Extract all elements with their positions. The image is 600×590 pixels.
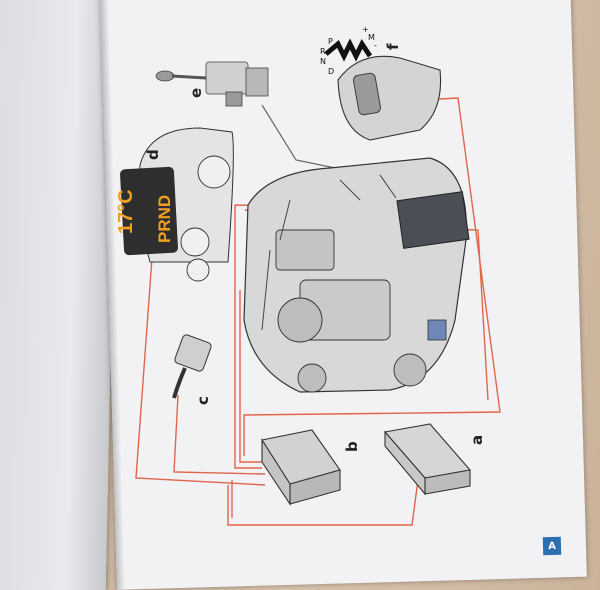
- gear-letter-d: D: [328, 67, 334, 76]
- gauge-center: [180, 227, 210, 257]
- wire-engine-mid: [239, 290, 262, 463]
- display-panel: [120, 166, 178, 256]
- gear-console: [337, 55, 442, 141]
- pulley-bottom: [297, 363, 327, 393]
- gear-letter-n: N: [320, 57, 326, 66]
- label-b: b: [343, 441, 361, 452]
- gear-letter-minus: -: [374, 41, 377, 50]
- wire-sensor-to-b: [173, 394, 266, 475]
- unit-a-side: [384, 430, 426, 496]
- gear-knob: [353, 72, 381, 116]
- label-e: e: [187, 88, 205, 98]
- display-mode: PRND: [155, 195, 174, 243]
- label-f: f: [384, 43, 402, 50]
- sensor-body: [205, 61, 249, 95]
- alternator: [393, 353, 427, 387]
- control-unit-a: [383, 423, 472, 496]
- unit-b-side: [261, 438, 291, 506]
- gear-letter-r: R: [320, 47, 326, 56]
- label-a: a: [468, 435, 486, 445]
- wire-display-to-b: [135, 257, 266, 486]
- gear-letter-p: P: [328, 37, 333, 46]
- engine-block: [243, 157, 470, 393]
- gear-selector: [324, 38, 442, 141]
- gear-gate-icon: [324, 38, 373, 62]
- temperature-sensor: [172, 334, 212, 399]
- throttle-cable: [261, 104, 346, 171]
- gauge-top-right: [197, 155, 231, 189]
- wire-b-to-a: [227, 479, 419, 526]
- page-badge: A: [542, 536, 562, 556]
- gear-letter-m: M: [368, 33, 375, 42]
- wire-gear-to-b: [243, 97, 501, 456]
- sensor-mount: [225, 91, 243, 107]
- sensor-c-cable: [172, 367, 187, 399]
- control-unit-b: [261, 429, 341, 506]
- blue-cap: [427, 319, 447, 341]
- ecu-module: [396, 191, 470, 249]
- intake-manifold: [275, 229, 335, 271]
- engine-details: [261, 174, 397, 331]
- display-temperature: 17°C: [115, 189, 137, 234]
- sensor-lever: [171, 74, 207, 80]
- engine-outline: [243, 157, 467, 393]
- label-c: c: [194, 396, 212, 405]
- accelerator-sensor: [155, 61, 269, 107]
- gear-letter-plus: +: [362, 25, 369, 34]
- gauge-bottom: [186, 258, 210, 282]
- sensor-housing: [245, 67, 269, 97]
- pulley-left: [277, 297, 323, 343]
- sensor-c-body: [174, 334, 212, 372]
- wire-engine-left: [234, 205, 262, 469]
- sensor-knob: [155, 70, 175, 82]
- label-d: d: [144, 149, 162, 160]
- instrument-cluster: [120, 127, 234, 282]
